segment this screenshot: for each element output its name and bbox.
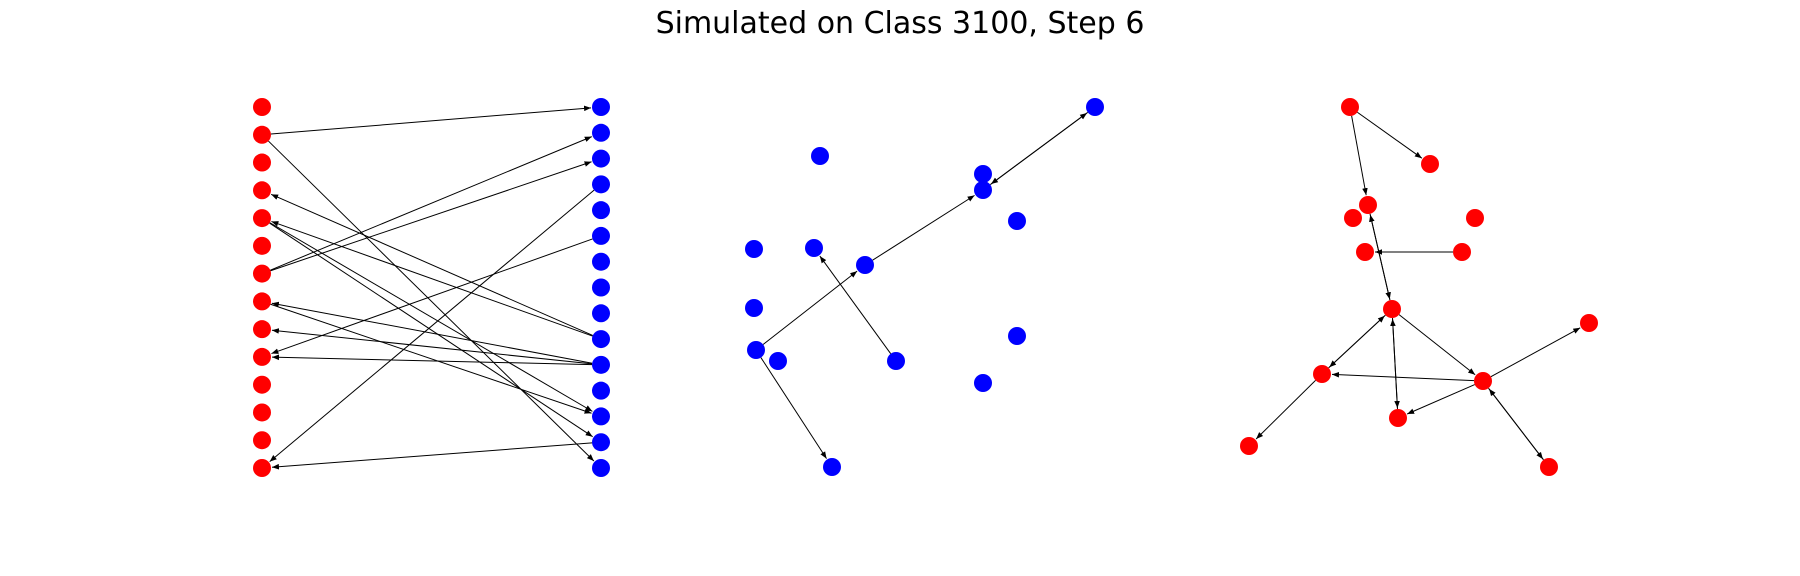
edge <box>1357 111 1423 159</box>
edge <box>1369 214 1391 301</box>
edge <box>762 270 858 345</box>
edge <box>268 140 595 462</box>
edge <box>1331 371 1475 382</box>
graph-node <box>1313 365 1331 383</box>
left-node <box>253 347 271 366</box>
graph-node <box>1453 243 1471 261</box>
graph-node <box>1086 98 1104 116</box>
graph-node <box>974 374 992 392</box>
edge <box>1351 115 1368 196</box>
graph-node <box>1540 458 1558 476</box>
edge <box>1390 318 1399 410</box>
edge <box>270 105 592 135</box>
left-node <box>253 181 271 200</box>
edge <box>872 194 975 261</box>
edge <box>270 193 593 336</box>
right-node <box>592 98 610 116</box>
left-node <box>253 209 271 228</box>
edge <box>989 112 1088 186</box>
edge <box>271 442 593 470</box>
right-node <box>592 407 610 426</box>
left-node <box>253 292 271 311</box>
edge <box>1255 379 1316 440</box>
bipartite-panel <box>253 98 610 477</box>
graph-node <box>1580 314 1598 332</box>
right-node <box>592 304 610 323</box>
graph-node <box>974 181 992 199</box>
edge <box>1406 384 1475 415</box>
red-graph-panel <box>1240 98 1598 476</box>
edge <box>1398 314 1476 376</box>
graph-node <box>769 352 787 370</box>
graph-node <box>1344 209 1362 227</box>
graph-node <box>1389 409 1407 427</box>
right-node <box>592 252 610 271</box>
edge <box>1328 315 1386 369</box>
edge <box>271 238 593 355</box>
edge <box>271 328 593 365</box>
graph-node <box>887 352 905 370</box>
graph-node <box>805 239 823 257</box>
edge <box>1490 327 1581 378</box>
left-node <box>253 403 271 422</box>
graph-node <box>1474 372 1492 390</box>
graph-node <box>1421 155 1439 173</box>
graph-node <box>856 256 874 274</box>
right-node <box>592 355 610 374</box>
edge <box>1488 388 1544 461</box>
edge <box>271 301 593 364</box>
left-node <box>253 375 271 394</box>
graph-node <box>747 341 765 359</box>
graph-node <box>745 240 763 258</box>
edge <box>269 222 593 412</box>
right-node <box>592 381 610 400</box>
left-node <box>253 125 271 144</box>
graph-node <box>1356 243 1374 261</box>
graph-node <box>1383 300 1401 318</box>
right-node <box>592 459 610 477</box>
edge <box>819 255 892 355</box>
right-node <box>592 123 610 142</box>
left-node <box>253 98 271 116</box>
graph-node <box>1008 327 1026 345</box>
graph-node <box>811 147 829 165</box>
left-node <box>253 320 271 339</box>
left-node <box>253 459 271 477</box>
right-node <box>592 433 610 452</box>
left-node <box>253 264 271 283</box>
right-node <box>592 149 610 168</box>
left-node <box>253 236 271 255</box>
graph-node <box>745 299 763 317</box>
edge <box>271 354 593 366</box>
blue-graph-panel <box>745 98 1104 476</box>
edge <box>270 136 592 271</box>
graph-node <box>974 165 992 183</box>
graph-node <box>1466 209 1484 227</box>
right-node <box>592 278 610 297</box>
edge <box>269 222 593 438</box>
right-node <box>592 201 610 220</box>
graph-node <box>1008 212 1026 230</box>
graph-node <box>1341 98 1359 116</box>
right-node <box>592 330 610 349</box>
left-node <box>253 431 271 450</box>
graph-node <box>1240 437 1258 455</box>
edge <box>271 220 593 337</box>
edge <box>269 189 595 462</box>
figure-title: Simulated on Class 3100, Step 6 <box>655 6 1145 41</box>
graph-node <box>1359 196 1377 214</box>
edge <box>760 357 827 459</box>
graph-node <box>823 458 841 476</box>
left-node <box>253 153 271 172</box>
right-node <box>592 175 610 194</box>
right-node <box>592 226 610 245</box>
edge <box>270 303 592 414</box>
edge <box>270 161 592 272</box>
